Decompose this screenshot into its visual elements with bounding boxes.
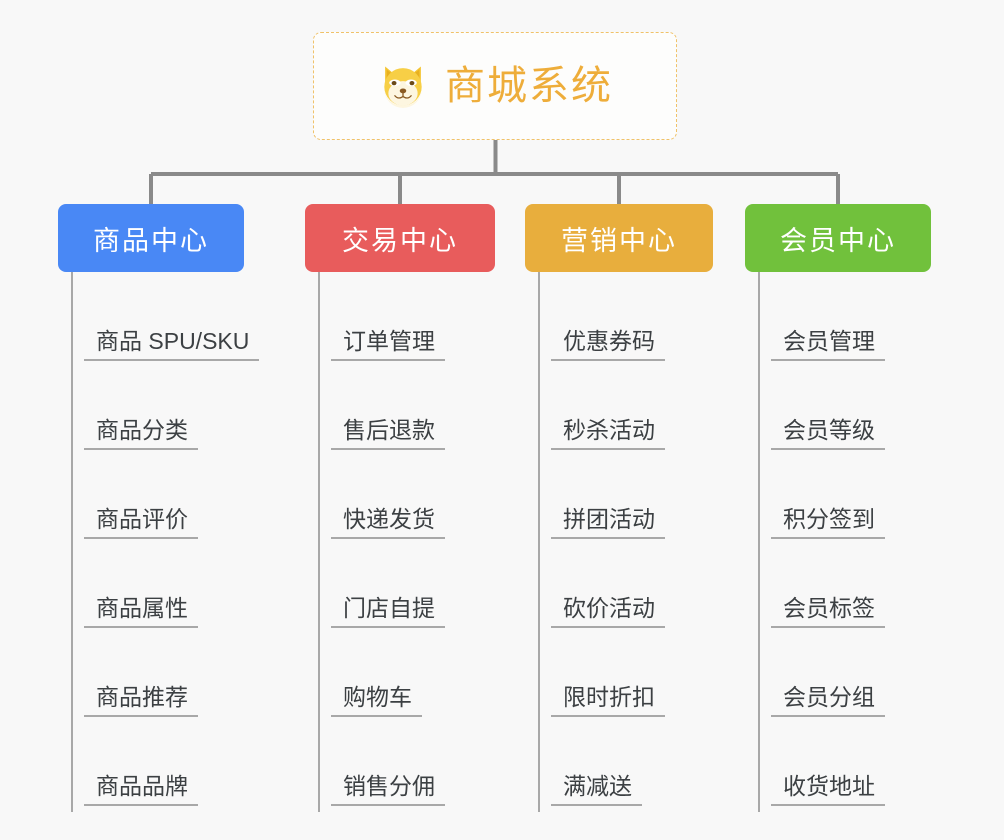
branch-column-交易中心: 交易中心 订单管理 售后退款 快递发货 门店自提 购物车 销售分佣 [305, 204, 495, 806]
item-label: 拼团活动 [551, 506, 665, 539]
root-node[interactable]: 商城系统 [313, 32, 677, 140]
list-item[interactable]: 购物车 [305, 628, 495, 717]
item-label: 积分签到 [771, 506, 885, 539]
list-item[interactable]: 商品评价 [58, 450, 259, 539]
list-item[interactable]: 砍价活动 [525, 539, 713, 628]
list-item[interactable]: 商品分类 [58, 361, 259, 450]
item-label: 商品评价 [84, 506, 198, 539]
item-label: 商品品牌 [84, 773, 198, 806]
branch-column-会员中心: 会员中心 会员管理 会员等级 积分签到 会员标签 会员分组 收货地址 [745, 204, 931, 806]
branch-column-商品中心: 商品中心 商品 SPU/SKU 商品分类 商品评价 商品属性 商品推荐 商品品牌 [58, 204, 260, 806]
branch-header-3[interactable]: 会员中心 [745, 204, 931, 272]
branch-items-2: 优惠券码 秒杀活动 拼团活动 砍价活动 限时折扣 满减送 [525, 272, 713, 806]
item-label: 订单管理 [331, 328, 445, 361]
item-label: 砍价活动 [551, 595, 665, 628]
item-label: 销售分佣 [331, 773, 445, 806]
item-label: 门店自提 [331, 595, 445, 628]
list-item[interactable]: 满减送 [525, 717, 713, 806]
list-item[interactable]: 商品品牌 [58, 717, 259, 806]
item-label: 优惠券码 [551, 328, 665, 361]
item-label: 限时折扣 [551, 684, 665, 717]
branch-items-3: 会员管理 会员等级 积分签到 会员标签 会员分组 收货地址 [745, 272, 931, 806]
item-label: 商品属性 [84, 595, 198, 628]
list-item[interactable]: 商品属性 [58, 539, 259, 628]
list-item[interactable]: 销售分佣 [305, 717, 495, 806]
list-item[interactable]: 会员管理 [745, 272, 931, 361]
list-item[interactable]: 会员等级 [745, 361, 931, 450]
list-item[interactable]: 会员分组 [745, 628, 931, 717]
shiba-dog-face-icon [384, 66, 422, 108]
item-label: 商品 SPU/SKU [84, 328, 260, 361]
item-label: 收货地址 [771, 773, 885, 806]
item-label: 购物车 [331, 684, 422, 717]
list-item[interactable]: 售后退款 [305, 361, 495, 450]
list-item[interactable]: 收货地址 [745, 717, 931, 806]
list-item[interactable]: 订单管理 [305, 272, 495, 361]
list-item[interactable]: 商品 SPU/SKU [58, 272, 260, 361]
item-label: 满减送 [551, 773, 642, 806]
item-label: 商品推荐 [84, 684, 198, 717]
item-label: 售后退款 [331, 417, 445, 450]
item-label: 会员标签 [771, 595, 885, 628]
list-item[interactable]: 商品推荐 [58, 628, 259, 717]
item-label: 秒杀活动 [551, 417, 665, 450]
list-item[interactable]: 门店自提 [305, 539, 495, 628]
list-item[interactable]: 会员标签 [745, 539, 931, 628]
branch-header-2[interactable]: 营销中心 [525, 204, 713, 272]
root-title: 商城系统 [445, 64, 613, 108]
branch-header-0[interactable]: 商品中心 [58, 204, 244, 272]
item-label: 会员管理 [771, 328, 885, 361]
branch-items-0: 商品 SPU/SKU 商品分类 商品评价 商品属性 商品推荐 商品品牌 [58, 272, 260, 806]
list-item[interactable]: 快递发货 [305, 450, 495, 539]
item-label: 快递发货 [331, 506, 445, 539]
item-label: 商品分类 [84, 417, 198, 450]
branch-items-1: 订单管理 售后退款 快递发货 门店自提 购物车 销售分佣 [305, 272, 495, 806]
branch-header-1[interactable]: 交易中心 [305, 204, 495, 272]
branch-column-营销中心: 营销中心 优惠券码 秒杀活动 拼团活动 砍价活动 限时折扣 满减送 [525, 204, 713, 806]
item-label: 会员分组 [771, 684, 885, 717]
list-item[interactable]: 秒杀活动 [525, 361, 713, 450]
item-label: 会员等级 [771, 417, 885, 450]
list-item[interactable]: 拼团活动 [525, 450, 713, 539]
list-item[interactable]: 限时折扣 [525, 628, 713, 717]
list-item[interactable]: 积分签到 [745, 450, 931, 539]
list-item[interactable]: 优惠券码 [525, 272, 713, 361]
